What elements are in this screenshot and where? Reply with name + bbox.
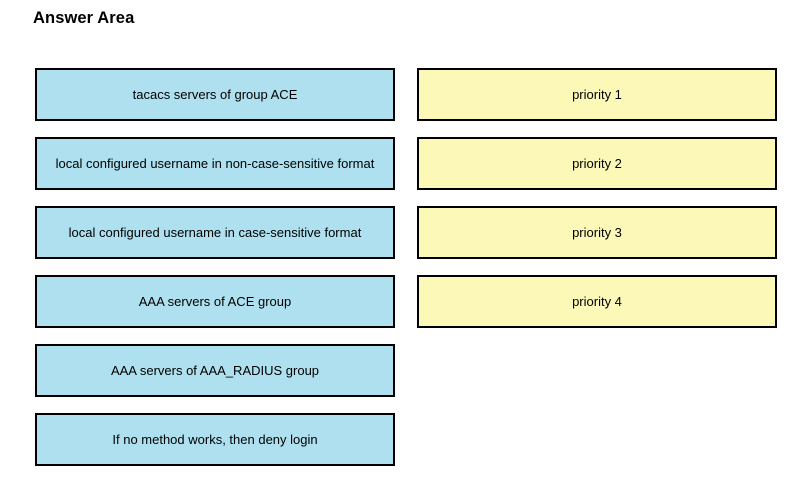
- draggable-option-4[interactable]: AAA servers of ACE group: [35, 275, 395, 328]
- draggable-option-5[interactable]: AAA servers of AAA_RADIUS group: [35, 344, 395, 397]
- target-label: priority 1: [572, 86, 622, 102]
- option-label: If no method works, then deny login: [112, 431, 318, 447]
- drop-target-priority-3[interactable]: priority 3: [417, 206, 777, 259]
- draggable-option-3[interactable]: local configured username in case-sensit…: [35, 206, 395, 259]
- drop-target-priority-1[interactable]: priority 1: [417, 68, 777, 121]
- drop-target-priority-2[interactable]: priority 2: [417, 137, 777, 190]
- target-label: priority 4: [572, 293, 622, 309]
- target-label: priority 2: [572, 155, 622, 171]
- option-label: AAA servers of ACE group: [138, 293, 292, 309]
- draggable-option-1[interactable]: tacacs servers of group ACE: [35, 68, 395, 121]
- draggable-option-6[interactable]: If no method works, then deny login: [35, 413, 395, 466]
- target-label: priority 3: [572, 224, 622, 240]
- drop-target-column: priority 1 priority 2 priority 3 priorit…: [417, 68, 777, 344]
- option-label: AAA servers of AAA_RADIUS group: [110, 362, 320, 378]
- option-label: tacacs servers of group ACE: [132, 86, 298, 102]
- draggable-option-2[interactable]: local configured username in non-case-se…: [35, 137, 395, 190]
- page-title: Answer Area: [33, 9, 135, 27]
- option-label: local configured username in case-sensit…: [68, 224, 362, 240]
- option-label: local configured username in non-case-se…: [55, 155, 375, 171]
- drag-source-column: tacacs servers of group ACE local config…: [35, 68, 395, 482]
- drop-target-priority-4[interactable]: priority 4: [417, 275, 777, 328]
